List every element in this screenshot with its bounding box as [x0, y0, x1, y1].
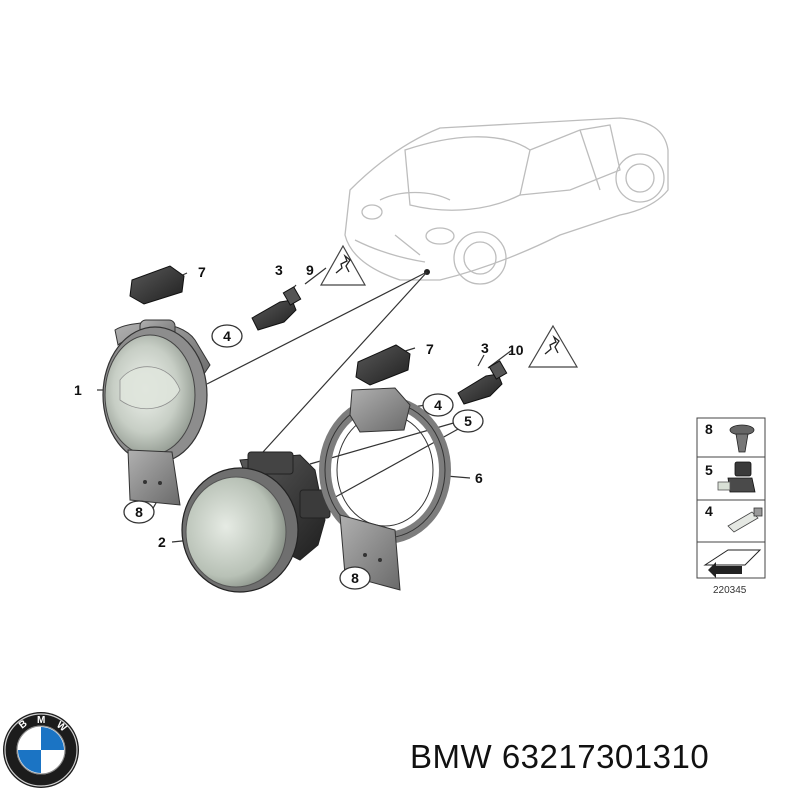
svg-text:M: M [37, 715, 45, 726]
callout-7-upper: 7 [198, 264, 206, 280]
svg-text:4: 4 [434, 397, 442, 413]
callout-7-lower: 7 [426, 341, 434, 357]
callout-4-lower: 4 [422, 393, 454, 417]
part-caption: BMW 63217301310 [410, 738, 710, 775]
mounting-ring [319, 387, 451, 591]
svg-text:5: 5 [464, 413, 472, 429]
callout-8-lower: 8 [339, 566, 371, 590]
callout-2: 2 [158, 534, 166, 550]
fog-light-lower [181, 451, 331, 593]
vehicle-outline [344, 117, 669, 285]
callout-1: 1 [74, 382, 82, 398]
callout-8-upper: 8 [123, 500, 155, 524]
bulb-upper [251, 286, 302, 331]
callout-10: 10 [508, 342, 524, 358]
callout-6: 6 [475, 470, 483, 486]
callout-3-upper: 3 [275, 262, 283, 278]
fog-light-upper [102, 319, 211, 506]
callout-3-lower: 3 [481, 340, 489, 356]
parts-legend: 8 5 4 220345 [696, 417, 766, 596]
callout-4-upper: 4 [211, 324, 243, 348]
bmw-logo: B M W [3, 712, 79, 788]
svg-text:8: 8 [135, 504, 143, 520]
direction-arrow-icon [703, 549, 762, 578]
warning-triangle-icon [527, 324, 579, 368]
cover-upper [129, 265, 185, 305]
bulb-icon [727, 507, 763, 533]
warning-triangle-icon [319, 244, 367, 286]
clip-icon [729, 424, 755, 453]
callout-9: 9 [306, 262, 314, 278]
socket-icon [717, 461, 756, 493]
svg-text:8: 8 [351, 570, 359, 586]
legend-item-8: 8 [705, 421, 713, 437]
diagram-code: 220345 [713, 585, 747, 596]
bulb-lower [457, 360, 508, 405]
svg-text:4: 4 [223, 328, 231, 344]
cover-lower [355, 344, 411, 386]
callout-5: 5 [452, 409, 484, 433]
legend-item-4: 4 [705, 503, 713, 519]
legend-item-5: 5 [705, 462, 713, 478]
